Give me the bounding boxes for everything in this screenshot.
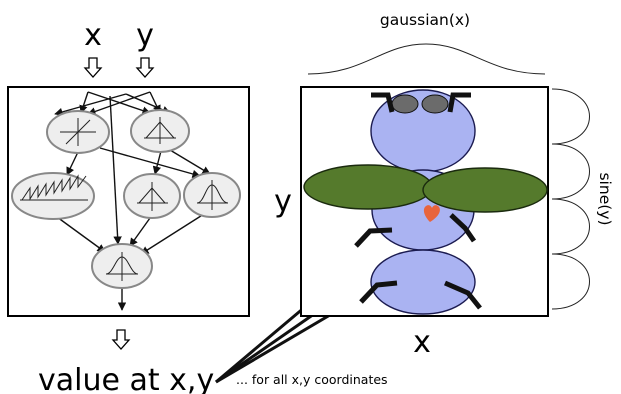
gaussian-curve: [307, 43, 546, 75]
bug-right-antenna: [447, 92, 471, 113]
y-axis-label: y: [274, 184, 292, 219]
bug-drawing: [303, 89, 548, 315]
x-axis-label: x: [413, 325, 431, 360]
bug-left-wing: [303, 164, 433, 210]
bug-left-eye: [391, 94, 419, 114]
right-curve-label: sine(y): [596, 172, 614, 225]
bug-leg-right-front: [449, 213, 477, 243]
bug-right-eye: [421, 94, 449, 114]
output-label: value at x,y: [38, 363, 214, 394]
sine-curve: [551, 88, 590, 310]
output-note: ... for all x,y coordinates: [236, 372, 388, 387]
down-arrow-icon: [83, 57, 103, 78]
input-x-label: x: [84, 18, 102, 53]
heart-icon: [423, 205, 440, 222]
bug-leg-left-back: [359, 280, 398, 304]
down-arrow-icon: [111, 329, 131, 350]
down-arrow-icon: [135, 57, 155, 78]
node-sawtooth: [11, 172, 95, 220]
node-triangle: [123, 173, 181, 219]
node-linear: [46, 110, 110, 154]
node-gaussian: [183, 172, 241, 218]
bug-left-antenna: [371, 92, 395, 113]
top-curve-label: gaussian(x): [380, 11, 470, 29]
node-output-gaussian: [91, 243, 153, 289]
bug-leg-right-back: [444, 280, 482, 310]
bug-right-wing: [422, 167, 548, 213]
node-triangle-wave: [130, 109, 190, 153]
bug-abdomen: [370, 249, 476, 315]
input-y-label: y: [136, 18, 154, 53]
bug-leg-left-front: [354, 227, 393, 248]
